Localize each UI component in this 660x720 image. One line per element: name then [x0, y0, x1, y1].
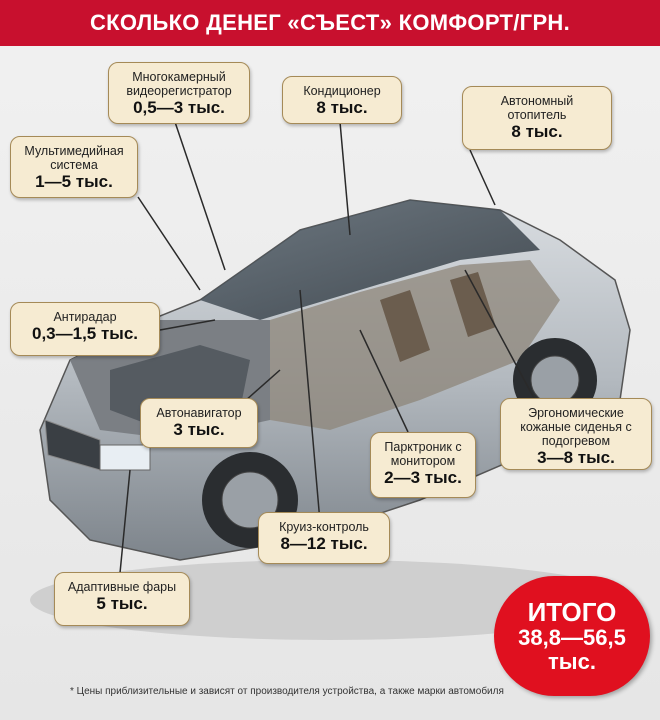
- callout-dvr-price: 0,5—3 тыс.: [133, 98, 225, 117]
- total-badge: ИТОГО 38,8—56,5 тыс.: [494, 576, 650, 696]
- callout-ac-price: 8 тыс.: [316, 98, 368, 117]
- callout-heater: Автономный отопитель 8 тыс.: [462, 86, 612, 150]
- callout-headlights-label: Адаптивные фары: [67, 580, 177, 594]
- callout-heater-label: Автономный отопитель: [500, 94, 574, 122]
- callout-radar: Антирадар 0,3—1,5 тыс.: [10, 302, 160, 356]
- callout-ac-label: Кондиционер: [303, 84, 381, 98]
- callout-radar-label: Антирадар: [53, 310, 117, 324]
- total-range: 38,8—56,5: [518, 625, 626, 650]
- footnote: * Цены приблизительные и зависят от прои…: [70, 686, 504, 697]
- callout-ac: Кондиционер 8 тыс.: [282, 76, 402, 124]
- callout-navigator: Автонавигатор 3 тыс.: [140, 398, 258, 448]
- total-unit: тыс.: [548, 649, 596, 674]
- callout-headlights-price: 5 тыс.: [96, 594, 148, 613]
- car-seat: [380, 290, 430, 362]
- callout-multimedia: Мультимедийная система 1—5 тыс.: [10, 136, 138, 198]
- callout-heater-price: 8 тыс.: [511, 122, 563, 141]
- callout-parktronic-price: 2—3 тыс.: [384, 468, 462, 487]
- car-seat: [450, 272, 496, 337]
- callout-headlights: Адаптивные фары 5 тыс.: [54, 572, 190, 626]
- callout-navigator-label: Автонавигатор: [156, 406, 242, 420]
- car-windshield: [200, 200, 540, 320]
- leader-lines: [119, 121, 536, 574]
- callout-cruise-price: 8—12 тыс.: [280, 534, 368, 553]
- callout-cruise-label: Круиз-контроль: [279, 520, 369, 534]
- callout-seats-price: 3—8 тыс.: [537, 448, 615, 467]
- callout-dvr-label: Многокамерный видеорегистратор: [126, 70, 232, 98]
- rear-rim: [530, 355, 580, 405]
- page-title: СКОЛЬКО ДЕНЕГ «СЪЕСТ» КОМФОРТ/ГРН.: [0, 0, 660, 46]
- callout-dvr: Многокамерный видеорегистратор 0,5—3 тыс…: [108, 62, 250, 124]
- callout-multimedia-price: 1—5 тыс.: [35, 172, 113, 191]
- callout-navigator-price: 3 тыс.: [173, 420, 225, 439]
- callout-seats-label: Эргономические кожаные сиденья с подогре…: [520, 406, 632, 448]
- callout-parktronic-label: Парктроник с монитором: [384, 440, 462, 468]
- callout-parktronic: Парктроник с монитором 2—3 тыс.: [370, 432, 476, 498]
- total-label: ИТОГО: [527, 597, 617, 627]
- headlight: [99, 444, 151, 471]
- callout-multimedia-label: Мультимедийная система: [24, 144, 124, 172]
- callout-radar-price: 0,3—1,5 тыс.: [31, 324, 138, 343]
- callout-seats: Эргономические кожаные сиденья с подогре…: [500, 398, 652, 470]
- callout-cruise: Круиз-контроль 8—12 тыс.: [258, 512, 390, 564]
